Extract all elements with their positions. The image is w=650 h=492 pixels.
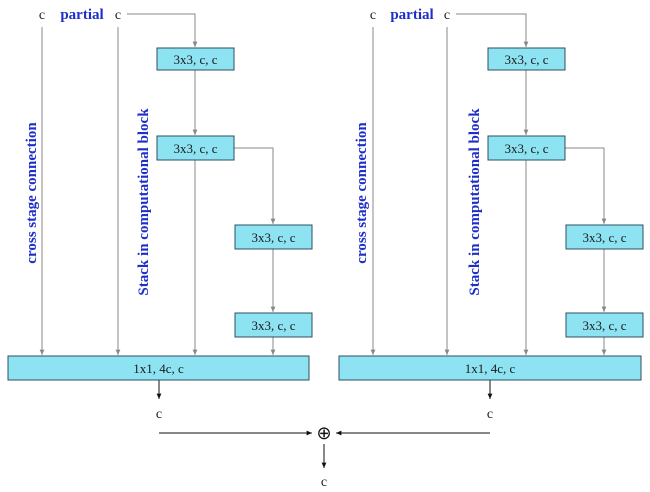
input-c-label: c	[39, 8, 45, 23]
conv-box-2-label: 3x3, c, c	[173, 141, 217, 156]
conv2-to-conv3-wire	[565, 147, 607, 224]
fusion-box	[7, 355, 310, 381]
block-left: c partial c cross stage connection Stack…	[7, 7, 313, 422]
fusion-box-label: 1x1, 4c, c	[465, 361, 516, 376]
block-output-c-label: c	[156, 407, 162, 422]
conv-box-4-label: 3x3, c, c	[251, 318, 295, 333]
conv-box-1-label: 3x3, c, c	[504, 52, 548, 67]
conv-box-3	[565, 224, 644, 250]
conv-box-1	[156, 47, 235, 71]
conv-box-3	[234, 224, 313, 250]
conv-box-1	[487, 47, 566, 71]
partial-label: partial	[60, 7, 103, 23]
input-c-label: c	[370, 8, 376, 23]
conv2-to-conv3-wire	[234, 147, 276, 224]
partial-label: partial	[390, 7, 433, 23]
top-feed-wire	[456, 13, 529, 47]
cross-stage-connection-label: cross stage connection	[24, 122, 40, 264]
block-output-c-label: c	[487, 407, 493, 422]
conv-box-4	[565, 312, 644, 338]
cross-stage-connection-label: cross stage connection	[354, 122, 370, 264]
conv-box-1-label: 3x3, c, c	[173, 52, 217, 67]
conv-box-3-label: 3x3, c, c	[582, 230, 626, 245]
merge-section: ⊕ c	[159, 423, 490, 490]
conv-box-2	[156, 135, 235, 161]
final-output-c-label: c	[321, 475, 327, 490]
partial-c-label: c	[115, 8, 121, 23]
partial-c-label: c	[444, 8, 450, 23]
fusion-box	[338, 355, 642, 381]
top-feed-wire	[127, 13, 198, 47]
stack-in-computational-block-label: Stack in computational block	[136, 108, 152, 296]
conv-box-3-label: 3x3, c, c	[251, 230, 295, 245]
fusion-box-label: 1x1, 4c, c	[133, 361, 184, 376]
sum-operator-icon: ⊕	[316, 423, 331, 444]
conv-box-2-label: 3x3, c, c	[504, 141, 548, 156]
stack-in-computational-block-label: Stack in computational block	[467, 108, 483, 296]
block-right: c partial c cross stage connection Stack…	[338, 7, 644, 422]
conv-box-4-label: 3x3, c, c	[582, 318, 626, 333]
conv-box-2	[487, 135, 566, 161]
conv-box-4	[234, 312, 313, 338]
